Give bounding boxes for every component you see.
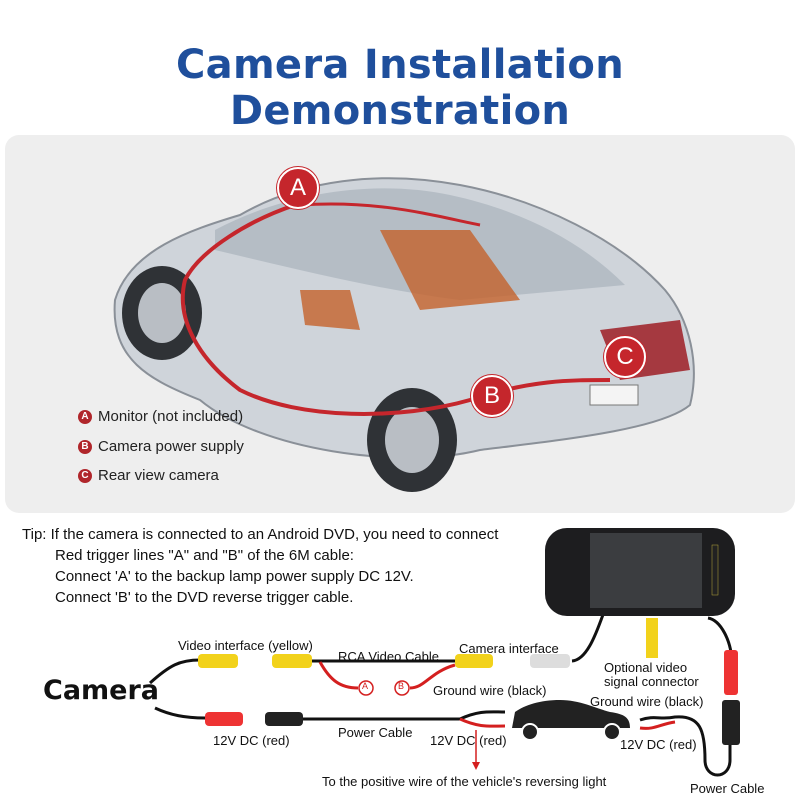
signal-connector-label: signal connector bbox=[604, 674, 699, 689]
callout-c: C bbox=[604, 336, 646, 378]
license-plate bbox=[589, 384, 639, 406]
dc-red-label-1: 12V DC (red) bbox=[213, 733, 290, 748]
tip-line-4: Connect 'B' to the DVD reverse trigger c… bbox=[55, 589, 354, 606]
tip-line-3: Connect 'A' to the backup lamp power sup… bbox=[55, 568, 414, 585]
car-seat bbox=[300, 290, 360, 330]
dc-red-label-2: 12V DC (red) bbox=[430, 733, 507, 748]
callout-a: A bbox=[277, 167, 319, 209]
reversing-light-label: To the positive wire of the vehicle's re… bbox=[322, 774, 607, 789]
red-power-connector bbox=[724, 650, 738, 695]
legend-badge: C bbox=[78, 468, 92, 483]
white-rca-plug bbox=[530, 654, 570, 668]
legend-item-power: B Camera power supply bbox=[78, 438, 244, 455]
rca-cable-label: RCA Video Cable bbox=[338, 649, 439, 664]
camera-label: Camera bbox=[43, 675, 160, 706]
trigger-b-label: B bbox=[398, 681, 405, 691]
trigger-a-label: A bbox=[362, 681, 369, 691]
legend-badge: A bbox=[78, 409, 92, 424]
black-dc-plug bbox=[265, 712, 303, 726]
legend-label: Rear view camera bbox=[98, 467, 219, 484]
video-interface-label: Video interface (yellow) bbox=[178, 638, 313, 653]
page-title: Camera Installation Demonstration bbox=[176, 42, 624, 134]
legend-label: Camera power supply bbox=[98, 438, 244, 455]
legend-label: Monitor (not included) bbox=[98, 408, 244, 425]
yellow-rca-plug bbox=[198, 654, 238, 668]
ground-wire-label-2: Ground wire (black) bbox=[590, 694, 704, 709]
red-dc-plug bbox=[205, 712, 243, 726]
tip-line-2: Red trigger lines "A" and "B" of the 6M … bbox=[55, 547, 354, 564]
optional-video-label: Optional video bbox=[604, 660, 688, 675]
legend-item-monitor: A Monitor (not included) bbox=[78, 408, 243, 425]
car-interior bbox=[380, 230, 520, 310]
legend-item-camera: C Rear view camera bbox=[78, 467, 219, 484]
tip-line-1: Tip: If the camera is connected to an An… bbox=[22, 526, 499, 543]
power-cable-label-1: Power Cable bbox=[338, 725, 413, 740]
callout-b: B bbox=[471, 375, 513, 417]
wiring-diagram bbox=[148, 528, 740, 777]
legend-badge: B bbox=[78, 439, 92, 454]
power-cable-label-2: Power Cable bbox=[690, 781, 765, 796]
dc-red-label-3: 12V DC (red) bbox=[620, 737, 697, 752]
small-car-icon bbox=[512, 700, 630, 728]
camera-interface-label: Camera interface bbox=[459, 641, 559, 656]
yellow-signal-connector bbox=[646, 618, 658, 658]
ground-wire-label-1: Ground wire (black) bbox=[433, 683, 547, 698]
